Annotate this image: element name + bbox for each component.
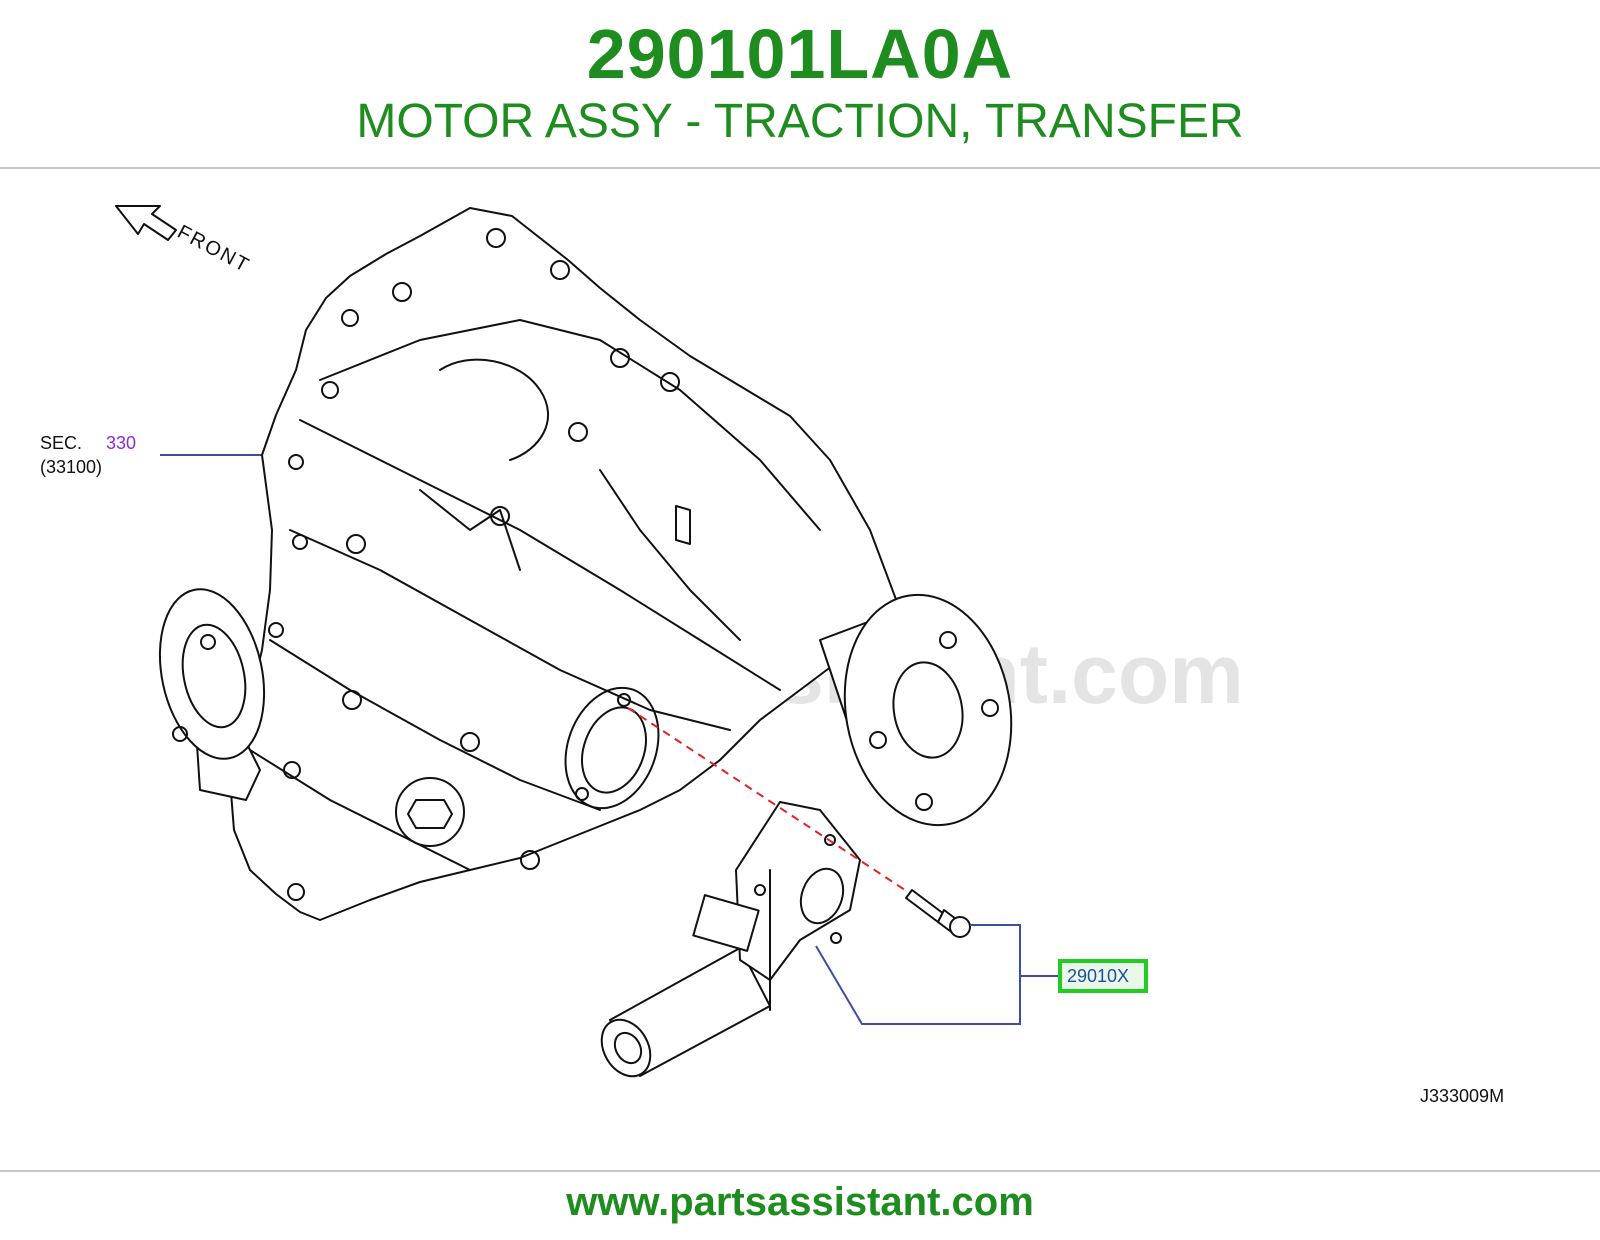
front-arrow-icon xyxy=(115,205,177,241)
rear-output-flange xyxy=(819,593,1013,827)
part-name-subtitle: MOTOR ASSY - TRACTION, TRANSFER xyxy=(356,95,1244,148)
front-direction-label: FRONT xyxy=(174,221,254,277)
transfer-case-housing xyxy=(229,207,901,921)
page-header: 290101LA0A MOTOR ASSY - TRACTION, TRANSF… xyxy=(0,0,1600,168)
callout-highlight-box[interactable] xyxy=(1058,959,1148,993)
callout-leader-line xyxy=(815,924,1021,1025)
figure-code: J333009M xyxy=(1420,1086,1504,1106)
section-prefix: SEC. xyxy=(40,433,82,453)
front-output-flange xyxy=(158,588,284,801)
callout-part-code[interactable]: 29010X xyxy=(1067,966,1129,986)
header-divider xyxy=(0,167,1600,169)
parts-diagram: www.partsassistant.com FRONT SEC. 330 (3… xyxy=(40,205,1504,1106)
footer-divider xyxy=(0,1170,1600,1172)
traction-motor xyxy=(600,801,861,1078)
part-number-title: 290101LA0A xyxy=(586,15,1014,93)
mounting-bolt xyxy=(905,889,971,938)
footer-website-link[interactable]: www.partsassistant.com xyxy=(566,1180,1034,1224)
section-link-330[interactable]: 330 xyxy=(106,433,136,453)
section-sub-code: (33100) xyxy=(40,457,102,477)
